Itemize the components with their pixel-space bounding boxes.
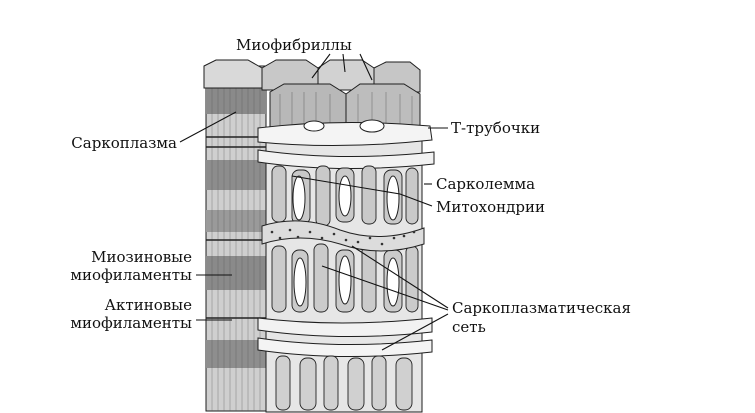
- label-sr-line1: Саркоплазматическая: [452, 299, 631, 317]
- label-sarcoplasm: Саркоплазма: [71, 134, 177, 152]
- label-myosin-line2: миофиламенты: [70, 266, 192, 284]
- label-myofibrils: Миофибриллы: [236, 36, 352, 54]
- mitochondria-shapes: [292, 119, 400, 307]
- leader-lines: [179, 53, 449, 351]
- label-mitochondria: Митохондрии: [436, 198, 545, 216]
- sarcoplasmic-body: [257, 119, 435, 413]
- label-actin-line1: Актиновые: [105, 296, 192, 314]
- label-myosin-line1: Миозиновые: [91, 248, 192, 266]
- label-sr-line2: сеть: [452, 318, 486, 336]
- t-tubule-bands: [257, 121, 435, 358]
- myofibril-column: [205, 65, 267, 412]
- sr-network: [261, 220, 425, 252]
- label-actin-line2: миофиламенты: [70, 314, 192, 332]
- myofibril-tops: [203, 59, 421, 135]
- label-t-tubules: Т-трубочки: [451, 119, 540, 137]
- label-sarcolemma: Сарколемма: [436, 175, 535, 193]
